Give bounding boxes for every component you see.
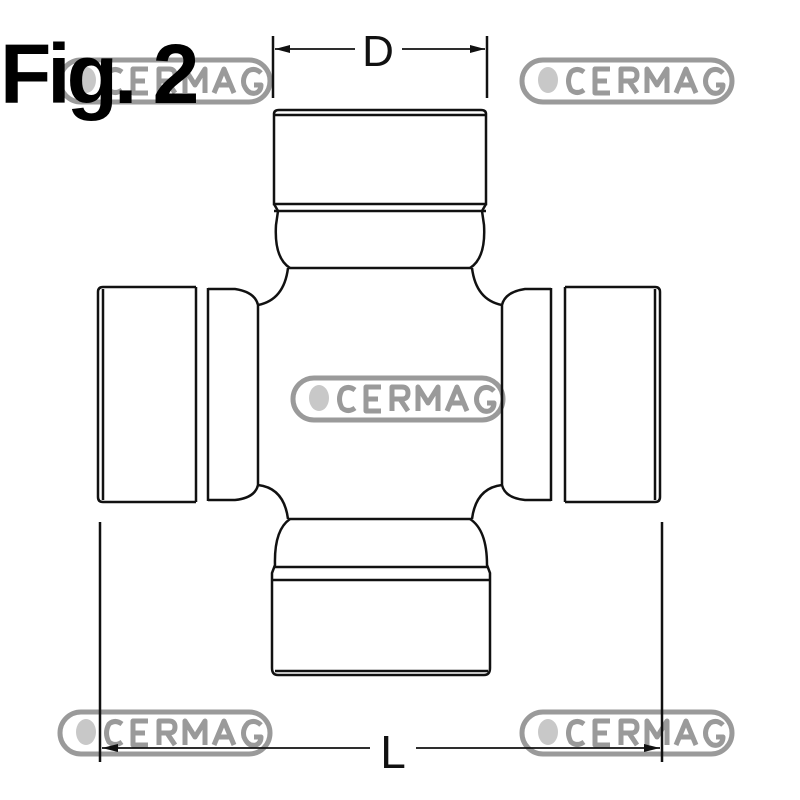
watermark-letter-shape bbox=[644, 718, 670, 745]
wheat-logo-icon bbox=[76, 67, 96, 93]
wheat-logo-icon bbox=[309, 385, 329, 411]
cermag-watermark-logo bbox=[519, 709, 735, 757]
watermark-letter-shape bbox=[130, 66, 148, 96]
watermark-letter-shape bbox=[566, 719, 586, 747]
watermark-letter-shape bbox=[389, 384, 411, 413]
right-bearing-cup bbox=[500, 285, 662, 504]
watermark-letter-shape bbox=[241, 718, 264, 748]
watermark-letter-shape bbox=[182, 66, 208, 93]
watermark-letter-shape bbox=[182, 718, 208, 745]
watermark-letter-shape bbox=[130, 718, 148, 748]
wheat-logo-icon bbox=[538, 67, 558, 93]
watermark-letter-shape bbox=[644, 66, 670, 93]
watermark-letter-shape bbox=[156, 718, 178, 747]
wheat-logo-icon bbox=[76, 719, 96, 745]
cermag-watermark-logo bbox=[519, 57, 735, 105]
watermark-letter-shape bbox=[703, 718, 726, 748]
watermark-letter-shape bbox=[415, 384, 441, 411]
watermark-letter-shape bbox=[673, 66, 699, 94]
dimension-d-label: D bbox=[362, 27, 394, 76]
watermark-letter-shape bbox=[363, 384, 381, 414]
cermag-watermark-logo bbox=[57, 57, 273, 105]
dimension-l: L bbox=[98, 522, 664, 778]
watermark-letter-shape bbox=[444, 384, 470, 412]
watermark-letter-shape bbox=[673, 718, 699, 746]
watermark-letter-shape bbox=[104, 67, 124, 95]
dimension-l-label: L bbox=[380, 726, 406, 778]
wheat-logo-icon bbox=[538, 719, 558, 745]
cross-body bbox=[257, 267, 503, 520]
watermark-letter-shape bbox=[211, 718, 237, 746]
cermag-watermark-logo bbox=[57, 709, 273, 757]
watermark-letter-shape bbox=[156, 66, 178, 95]
cermag-watermark-logo bbox=[290, 375, 506, 423]
figure-label: Fig. 2 bbox=[0, 27, 197, 121]
watermark-letter-shape bbox=[703, 66, 726, 96]
watermark-letter-shape bbox=[474, 384, 497, 414]
watermark-letter-shape bbox=[104, 719, 124, 747]
top-bearing-cup bbox=[272, 108, 488, 270]
watermark-letter-shape bbox=[211, 66, 237, 94]
watermarks bbox=[57, 57, 735, 757]
watermark-letter-shape bbox=[592, 66, 610, 96]
watermark-letter-shape bbox=[241, 66, 264, 96]
bottom-bearing-cup bbox=[270, 517, 492, 677]
dimension-d: D bbox=[271, 27, 489, 98]
watermark-letter-shape bbox=[618, 66, 640, 95]
left-bearing-cup bbox=[96, 285, 260, 504]
watermark-letter-shape bbox=[337, 385, 357, 413]
watermark-letter-shape bbox=[618, 718, 640, 747]
watermark-letter-shape bbox=[592, 718, 610, 748]
watermark-letter-shape bbox=[566, 67, 586, 95]
